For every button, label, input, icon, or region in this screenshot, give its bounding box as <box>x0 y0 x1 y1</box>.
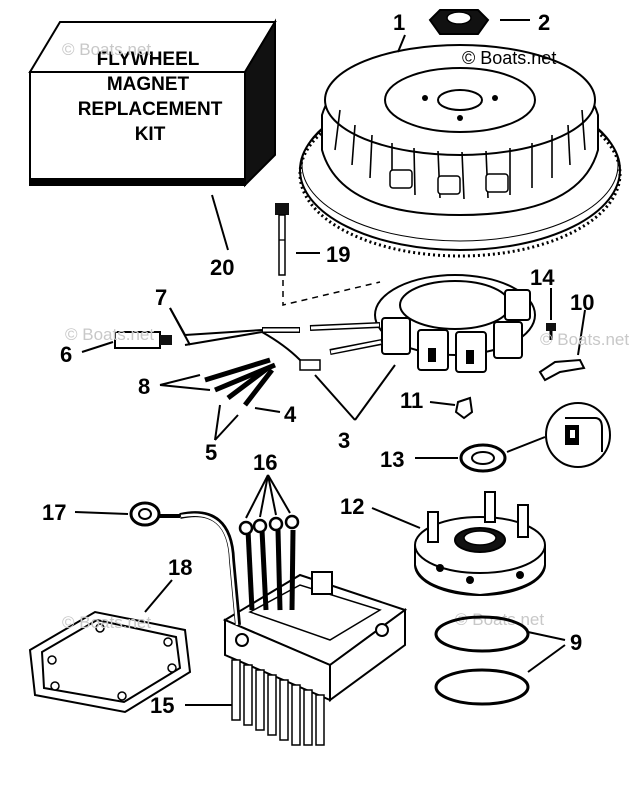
kit-line-2: MAGNET <box>107 74 190 95</box>
callout-11: 11 <box>400 388 423 413</box>
leader-16a <box>245 474 269 519</box>
gasket <box>28 610 192 714</box>
washer <box>459 443 507 473</box>
clip <box>454 396 474 420</box>
connector <box>114 331 172 349</box>
callout-labels: 1 2 3 4 5 6 7 8 9 10 11 12 13 14 15 16 1… <box>42 10 594 718</box>
retainer <box>414 491 546 597</box>
leader-20 <box>211 194 229 251</box>
leader-17 <box>74 511 129 515</box>
leader-1 <box>397 34 406 53</box>
leader-6 <box>81 341 114 353</box>
watermark-faint-1: © Boats.net <box>62 40 151 59</box>
leader-3a <box>314 374 356 421</box>
leader-18 <box>144 579 173 613</box>
detail-inset <box>545 402 611 468</box>
power-pack <box>222 571 408 746</box>
kit-line-1: FLYWHEEL <box>97 49 200 70</box>
kit-line-3: REPLACEMENT <box>78 99 223 120</box>
bolt <box>275 203 289 276</box>
watermark-main: © Boats.net <box>462 48 556 68</box>
callout-3: 3 <box>338 428 350 453</box>
leader-4 <box>254 407 281 413</box>
leader-5a <box>214 404 221 441</box>
leader-7b <box>169 307 191 346</box>
callout-18: 18 <box>168 555 192 580</box>
watermark-faint-2: © Boats.net <box>65 325 154 344</box>
callout-16: 16 <box>253 450 277 475</box>
flywheel <box>298 44 622 258</box>
callout-13: 13 <box>380 447 404 472</box>
callout-6: 6 <box>60 342 72 367</box>
leader-16d <box>267 474 291 514</box>
leader-12 <box>371 507 421 529</box>
callout-7: 7 <box>155 285 167 310</box>
callout-5: 5 <box>205 440 217 465</box>
kit-line-4: KIT <box>135 124 166 145</box>
leader-9a <box>527 631 566 641</box>
leader-8a <box>159 374 201 386</box>
leader-16b <box>259 474 269 518</box>
callout-14: 14 <box>530 265 555 290</box>
bracket <box>538 358 586 382</box>
callout-9: 9 <box>570 630 582 655</box>
callout-4: 4 <box>284 402 297 427</box>
callout-15: 15 <box>150 693 174 718</box>
leader-3b <box>354 364 396 421</box>
leader-16c <box>267 474 277 516</box>
leader-5b <box>214 414 239 441</box>
watermark-faint-3: © Boats.net <box>540 330 629 349</box>
nut <box>428 9 490 35</box>
kit-box: FLYWHEEL MAGNET REPLACEMENT KIT <box>28 18 277 188</box>
leader-9b <box>527 644 566 673</box>
callout-20: 20 <box>210 255 234 280</box>
leader-13-detail <box>506 436 546 453</box>
callout-1: 1 <box>393 10 405 35</box>
leader-8b <box>159 384 211 391</box>
callout-12: 12 <box>340 494 364 519</box>
leader-11 <box>429 401 456 406</box>
power-pack-wires <box>129 501 300 626</box>
bolt-dashed-guide <box>282 280 381 306</box>
leader-10 <box>577 309 586 356</box>
screw <box>546 323 556 340</box>
watermark-faint-5: © Boats.net <box>62 613 151 632</box>
stator <box>374 274 536 373</box>
o-rings <box>434 615 530 706</box>
callout-2: 2 <box>538 10 550 35</box>
callout-8: 8 <box>138 374 150 399</box>
callout-10: 10 <box>570 290 594 315</box>
callout-19: 19 <box>326 242 350 267</box>
callout-17: 17 <box>42 500 66 525</box>
stator-wires <box>184 322 383 407</box>
